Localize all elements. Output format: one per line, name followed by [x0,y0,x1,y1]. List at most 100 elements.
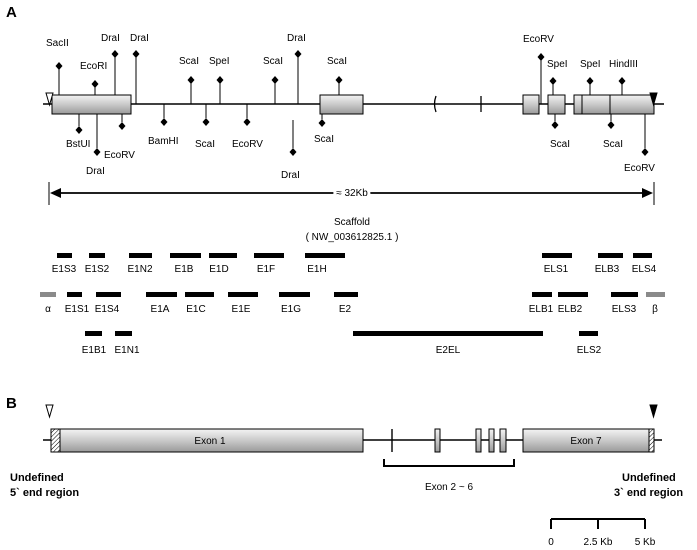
site-marker [271,76,279,84]
probe-label: E1S1 [65,304,90,315]
exon-1-label: Exon 1 [194,436,226,447]
scale-tick-label: 0 [548,537,554,548]
probe-bar [89,253,105,258]
site-marker [641,148,649,156]
site-label-sacii: SacII [46,38,69,49]
probe-bar [532,292,552,297]
probe-bar [542,253,572,258]
site-label-scai-6: ScaI [550,139,570,150]
probe-label: E1S3 [52,264,77,275]
scale-tick-label: 2.5 Kb [584,537,613,548]
probe-bar [115,331,132,336]
probe-bar-gray [646,292,665,297]
probes-row-3: E1B1 E1N1 E2EL ELS2 [82,331,602,356]
open-start-triangle-icon [45,92,54,107]
probe-bar [254,253,284,258]
site-marker [335,76,343,84]
probe-label: ELB1 [529,304,554,315]
exon-6-box [499,428,507,453]
probe-bar [146,292,177,297]
undefined-3-label-line1: Undefined [622,472,676,484]
probe-label: ELS2 [577,345,602,356]
open-start-triangle-icon [45,404,54,419]
probe-label: E2EL [436,345,461,356]
probe-label: E1N1 [114,345,139,356]
panel-b-label: B [6,395,17,412]
site-label-drai-2: DraI [130,33,149,44]
utr-5-hatched [50,428,61,453]
site-marker [111,50,119,58]
probe-label: E1B [175,264,194,275]
site-label-drai-3: DraI [287,33,306,44]
probe-label: E1B1 [82,345,107,356]
site-label-spei-3: SpeI [580,59,601,70]
probe-label: E1E [232,304,251,315]
site-marker [549,77,557,85]
exon-7-label: Exon 7 [570,436,602,447]
probe-bar [611,292,638,297]
site-label-bamhi: BamHI [148,136,179,147]
panel-a-label: A [6,4,17,21]
site-label-ecori: EcoRI [80,61,107,72]
undefined-3-label-line2: 3` end region [614,487,683,499]
site-label-spei-2: SpeI [547,59,568,70]
probe-label: β [652,304,658,315]
exon-5-box [488,428,495,453]
scale-tick-label: 5 Kb [635,537,656,548]
probe-label: ELB3 [595,264,620,275]
exon-5-box [573,94,583,115]
probe-bar [170,253,201,258]
site-label-hindiii: HindIII [609,59,638,70]
probes-row-2: α E1S1 E1S4 E1A E1C E1E E1G E2 ELB1 ELB2… [40,292,665,315]
probe-bar [558,292,588,297]
site-marker [537,53,545,61]
site-marker [132,50,140,58]
probe-bar [353,331,543,336]
site-marker [294,50,302,58]
filled-end-triangle-icon [649,92,658,107]
probe-bar [228,292,258,297]
site-label-bstui: BstUI [66,139,90,150]
probe-label: E2 [339,304,352,315]
exon-4-box [475,428,482,453]
site-label-scai-7: ScaI [603,139,623,150]
exon-6-box [581,94,611,115]
site-label-ecorv-1: EcoRV [104,150,135,161]
site-label-ecorv-3: EcoRV [624,163,655,174]
site-marker [75,126,83,134]
exon-7-box [609,94,655,115]
probe-bar [129,253,152,258]
site-marker [187,76,195,84]
site-label-scai-5: ScaI [314,134,334,145]
probe-label: ELS1 [544,264,569,275]
scale-bar: 0 2.5 Kb 5 Kb [548,518,656,548]
span-label: ≈ 32Kb [336,188,368,199]
panel-a-exons [51,94,655,115]
exon-3-box [522,94,540,115]
probe-bar [57,253,72,258]
probe-label: E1F [257,264,275,275]
scaffold-label: Scaffold [334,217,370,228]
site-label-drai-5: DraI [281,170,300,181]
probe-bar [67,292,82,297]
site-marker [55,62,63,70]
exon-1-box [51,94,132,115]
probe-bar-gray [40,292,56,297]
undefined-5-label-line1: Undefined [10,472,64,484]
probe-bar [305,253,345,258]
exon-4-box [547,94,566,115]
probe-bar [598,253,623,258]
site-marker [160,118,168,126]
probe-bar [85,331,102,336]
probe-label: E1S4 [95,304,120,315]
probe-bar [209,253,237,258]
utr-3-hatched [648,428,655,453]
exon-range-label: Exon 2 ~ 6 [425,482,474,493]
site-marker [318,119,326,127]
gap-break-mark [433,95,437,113]
site-label-scai-4: ScaI [195,139,215,150]
scaffold-id: ( NW_003612825.1 ) [306,232,399,243]
probe-bar [633,253,652,258]
probe-label: E1N2 [127,264,152,275]
